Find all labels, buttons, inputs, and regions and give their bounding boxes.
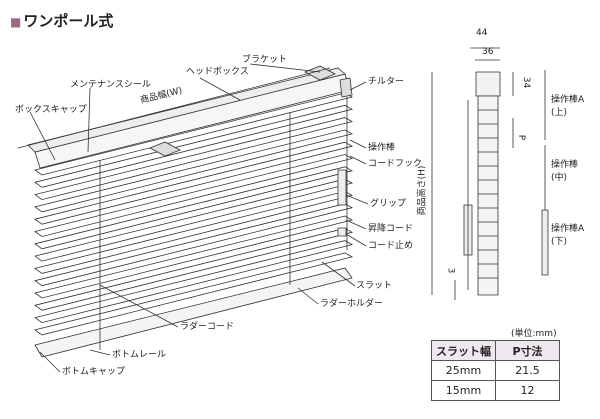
label-head-box: ヘッドボックス — [186, 67, 249, 77]
rod-a-bottom — [541, 209, 549, 276]
label-tilter: チルター — [368, 77, 405, 87]
bracket-left — [149, 141, 181, 157]
cord-stop — [337, 227, 347, 237]
leader-line — [89, 349, 111, 356]
slat — [34, 227, 354, 311]
slat — [34, 203, 354, 287]
header-p-dimension: P寸法 — [495, 340, 560, 361]
page-title: ■ワンポール式 — [10, 10, 113, 31]
leader-line — [249, 63, 321, 73]
leader-line — [345, 219, 367, 230]
leader-line — [39, 351, 61, 373]
bracket-right — [304, 65, 336, 81]
leader-line — [321, 261, 356, 287]
slat — [34, 190, 354, 274]
leader-line — [349, 81, 367, 91]
slat — [34, 117, 354, 201]
cell: 21.5 — [495, 360, 560, 381]
dim-34: 34 — [521, 76, 532, 89]
label-operation-rod: 操作棒 — [368, 143, 396, 153]
leader-line — [29, 111, 56, 161]
cell: 25mm — [431, 360, 496, 381]
rod-a-top-label: 操作棒A — [551, 95, 585, 105]
leader-line — [345, 194, 369, 205]
rod-a-bottom-sub: (下) — [551, 237, 568, 247]
dim-height: 商品高さ(H) — [417, 165, 428, 216]
head-box-top — [27, 67, 346, 153]
dim-p: P — [516, 134, 527, 141]
label-ladder-cord: ラダーコード — [180, 322, 235, 332]
grip — [337, 169, 347, 206]
rod-a-top-sub: (上) — [551, 108, 568, 118]
title-text: ワンポール式 — [23, 12, 114, 30]
label-lift-cord: 昇降コード — [368, 224, 414, 234]
side-slat-stack — [477, 95, 499, 296]
bottom-rail — [34, 267, 353, 358]
slat — [34, 141, 354, 225]
side-head-box — [475, 71, 501, 97]
header-slat-width: スラット幅 — [431, 340, 496, 361]
slat — [34, 215, 354, 299]
unit-label: (単位:mm) — [511, 329, 557, 339]
dim-44: 44 — [476, 28, 488, 38]
slat — [34, 178, 354, 262]
leader-line — [349, 139, 367, 149]
cell: 15mm — [431, 380, 496, 401]
leader-line — [345, 233, 367, 247]
width-arrow — [17, 67, 331, 149]
leader-line — [199, 77, 241, 101]
dim-3: 3 — [445, 267, 456, 274]
tilter — [339, 77, 353, 98]
label-cord-hook: コードフック — [368, 159, 423, 169]
label-slat: スラット — [356, 281, 393, 291]
dim-36: 36 — [482, 47, 494, 57]
leader-line — [87, 87, 91, 153]
leader-line — [297, 287, 319, 305]
label-ladder-holder: ラダーホルダー — [320, 299, 384, 309]
leader-line — [99, 284, 179, 328]
label-grip: グリップ — [370, 199, 407, 209]
label-bottom-rail: ボトムレール — [112, 350, 167, 360]
slat — [34, 104, 354, 188]
slat — [34, 240, 354, 324]
square-bullet-icon: ■ — [10, 15, 22, 29]
slat — [34, 129, 354, 213]
slat — [34, 166, 354, 250]
slat — [34, 154, 354, 237]
rod-mid-label: 操作棒 — [551, 160, 579, 170]
label-cord-stop: コード止め — [368, 241, 414, 251]
slat — [34, 92, 354, 176]
label-bracket: ブラケット — [242, 55, 288, 65]
slat — [34, 252, 354, 336]
cell: 12 — [495, 380, 560, 401]
label-bottom-cap: ボトムキャップ — [62, 367, 126, 377]
rod-a-bottom-label: 操作棒A — [551, 224, 585, 234]
label-box-cap: ボックスキャップ — [15, 105, 87, 115]
label-maintenance-seal: メンテナンスシール — [70, 80, 151, 90]
leader-line — [349, 155, 367, 165]
rod-mid-sub: (中) — [551, 173, 568, 183]
